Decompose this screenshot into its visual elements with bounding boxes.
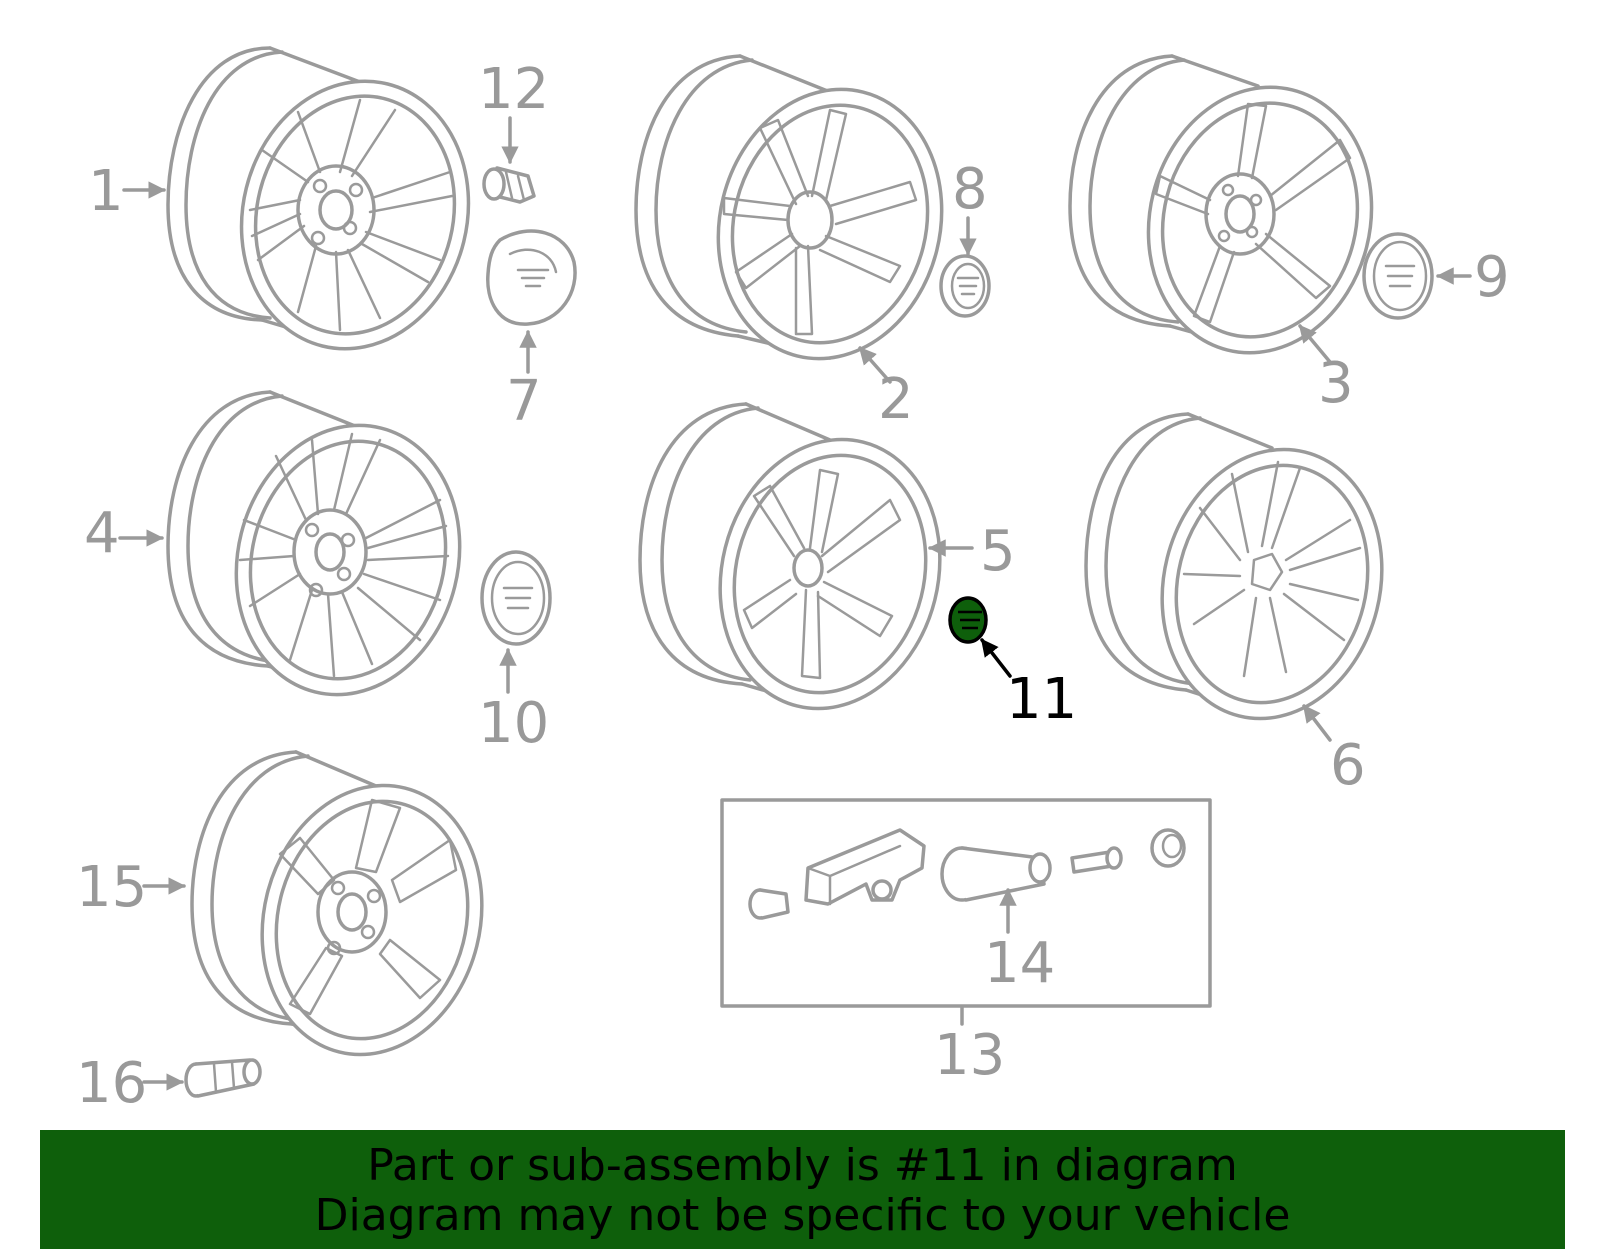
leader-11 — [980, 638, 1012, 678]
wheel-15[interactable] — [190, 750, 510, 1078]
callout-6: 6 — [1330, 733, 1366, 798]
part-11-highlighted[interactable] — [948, 596, 988, 644]
valve-stem-16[interactable] — [184, 1058, 262, 1098]
tpms-sensor — [804, 828, 926, 906]
callout-7: 7 — [506, 369, 542, 434]
lug-nut-12[interactable] — [482, 166, 536, 204]
callout-12: 12 — [478, 57, 549, 122]
callout-8: 8 — [952, 157, 988, 222]
wheel-3[interactable] — [1068, 54, 1399, 377]
callout-16: 16 — [76, 1051, 147, 1116]
banner-line-1: Part or sub-assembly is #11 in diagram — [367, 1140, 1238, 1191]
center-cap-10[interactable] — [480, 550, 552, 646]
callout-3: 3 — [1318, 351, 1354, 416]
callout-11: 11 — [1006, 667, 1077, 732]
wheel-6[interactable] — [1084, 412, 1410, 742]
leader-2 — [858, 346, 892, 384]
callout-13: 13 — [934, 1023, 1005, 1088]
tpms-valve-cap — [1150, 828, 1186, 868]
leader-6 — [1302, 704, 1332, 742]
callout-9: 9 — [1474, 245, 1510, 310]
callout-10: 10 — [478, 691, 549, 756]
center-cap-8[interactable] — [939, 254, 991, 318]
tpms-valve-stem-14 — [940, 846, 1052, 902]
tpms-nut — [748, 888, 790, 920]
tpms-valve-core — [1070, 846, 1123, 874]
callout-15: 15 — [76, 855, 147, 920]
callout-5: 5 — [980, 519, 1016, 584]
wheel-1[interactable] — [166, 46, 496, 373]
callout-2: 2 — [878, 367, 914, 432]
info-banner: Part or sub-assembly is #11 in diagram D… — [40, 1130, 1565, 1249]
leader-3 — [1298, 324, 1332, 364]
wheel-4[interactable] — [166, 390, 488, 719]
tpms-kit-13[interactable] — [720, 798, 1212, 1008]
callout-1: 1 — [88, 159, 124, 224]
center-cap-9[interactable] — [1362, 232, 1434, 320]
banner-line-2: Diagram may not be specific to your vehi… — [314, 1190, 1291, 1241]
callout-14: 14 — [984, 931, 1055, 996]
wheel-2[interactable] — [634, 54, 970, 383]
callout-4: 4 — [84, 501, 120, 566]
wheel-5[interactable] — [638, 402, 968, 732]
center-cap-7[interactable] — [486, 229, 577, 326]
